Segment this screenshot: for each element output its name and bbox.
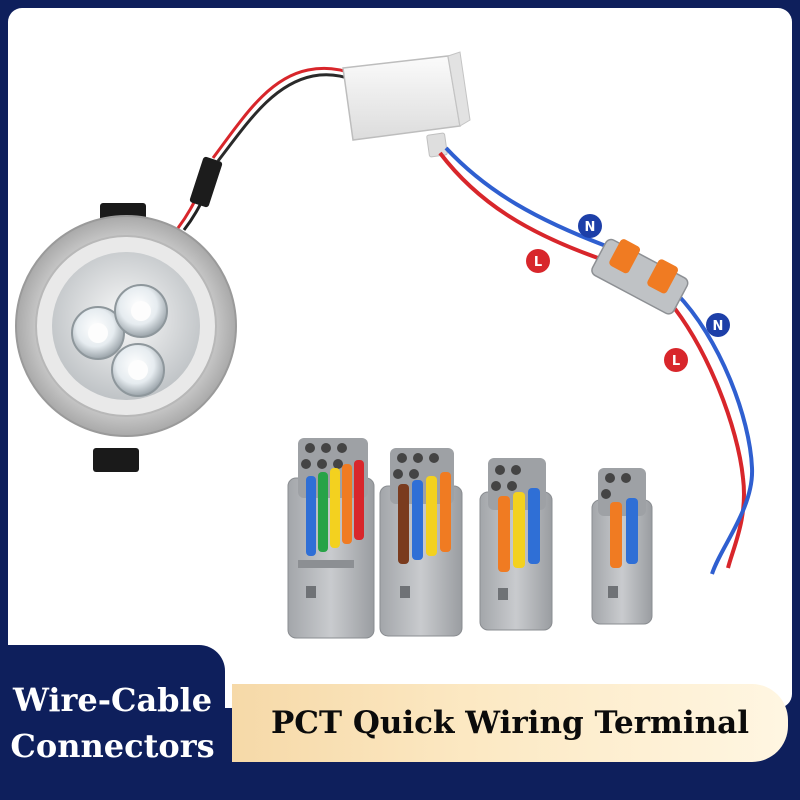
caption-left-line1: Wire-Cable	[12, 680, 213, 719]
power-wires	[438, 146, 755, 575]
wire-marker-l-upper: L	[526, 249, 550, 273]
downlight	[15, 203, 237, 472]
connector-block-2way	[591, 468, 653, 625]
wire-marker-n-lower: N	[706, 313, 730, 337]
svg-text:N: N	[713, 319, 724, 334]
svg-text:L: L	[672, 354, 680, 369]
caption-left: Wire-Cable Connectors	[0, 645, 225, 800]
lamp-wires	[176, 66, 354, 231]
connector-block-4way	[379, 448, 463, 637]
led-driver	[342, 51, 471, 158]
wire-marker-n-upper: N	[578, 214, 602, 238]
caption-right: PCT Quick Wiring Terminal	[232, 684, 788, 762]
caption-right-text: PCT Quick Wiring Terminal	[270, 705, 750, 741]
svg-text:L: L	[534, 255, 542, 270]
inline-connector	[591, 238, 689, 315]
caption-left-line2: Connectors	[10, 726, 215, 765]
svg-text:N: N	[585, 220, 596, 235]
connector-block-5way	[287, 438, 375, 639]
connector-block-3way	[479, 458, 553, 631]
product-illustration: N L N L	[15, 51, 755, 639]
wire-marker-l-lower: L	[664, 348, 688, 372]
product-photo: N L N L	[8, 8, 792, 708]
